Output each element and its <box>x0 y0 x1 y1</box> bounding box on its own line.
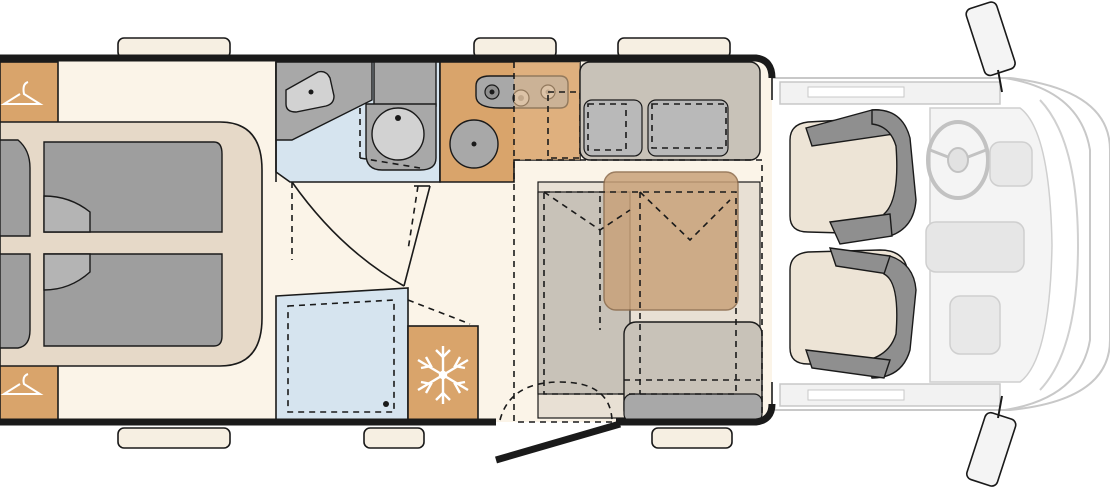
fridge <box>407 325 479 423</box>
cab-seat-top <box>789 108 917 245</box>
mattress-left-top <box>0 139 31 237</box>
entrance-step <box>499 381 613 421</box>
dinette-table <box>603 171 739 311</box>
entrance-door[interactable] <box>495 420 621 464</box>
shower <box>275 287 471 423</box>
shower-tray <box>275 287 409 423</box>
walls <box>0 54 776 464</box>
mirror-bottom <box>965 395 1017 487</box>
rear-bed-area <box>0 61 263 423</box>
shower-drain <box>383 401 389 407</box>
toilet-cassette <box>373 61 437 107</box>
driver-cab <box>759 1 1110 487</box>
kitchen <box>439 61 581 183</box>
hanger-icon <box>0 81 44 105</box>
snowflake-icon <box>417 346 469 404</box>
bathroom <box>275 61 441 287</box>
wardrobe-top <box>0 61 59 125</box>
wall-top <box>0 54 776 79</box>
windshield <box>1004 77 1091 411</box>
mattress-right-bottom <box>43 253 223 347</box>
mirror-top <box>965 1 1016 93</box>
wall-bottom-front <box>616 403 776 426</box>
window-bottom-front <box>651 427 733 449</box>
window-bottom-rear <box>117 427 231 449</box>
cab-seat-bottom <box>789 247 917 379</box>
dinette <box>499 61 763 423</box>
mattress-right-top <box>43 141 223 233</box>
hanger-icon <box>0 373 44 395</box>
center-console <box>925 221 1025 273</box>
steering-wheel-icon <box>926 120 990 200</box>
mattress-left-bottom <box>0 253 31 349</box>
side-windows <box>117 37 733 449</box>
window-bottom-mid <box>363 427 425 449</box>
